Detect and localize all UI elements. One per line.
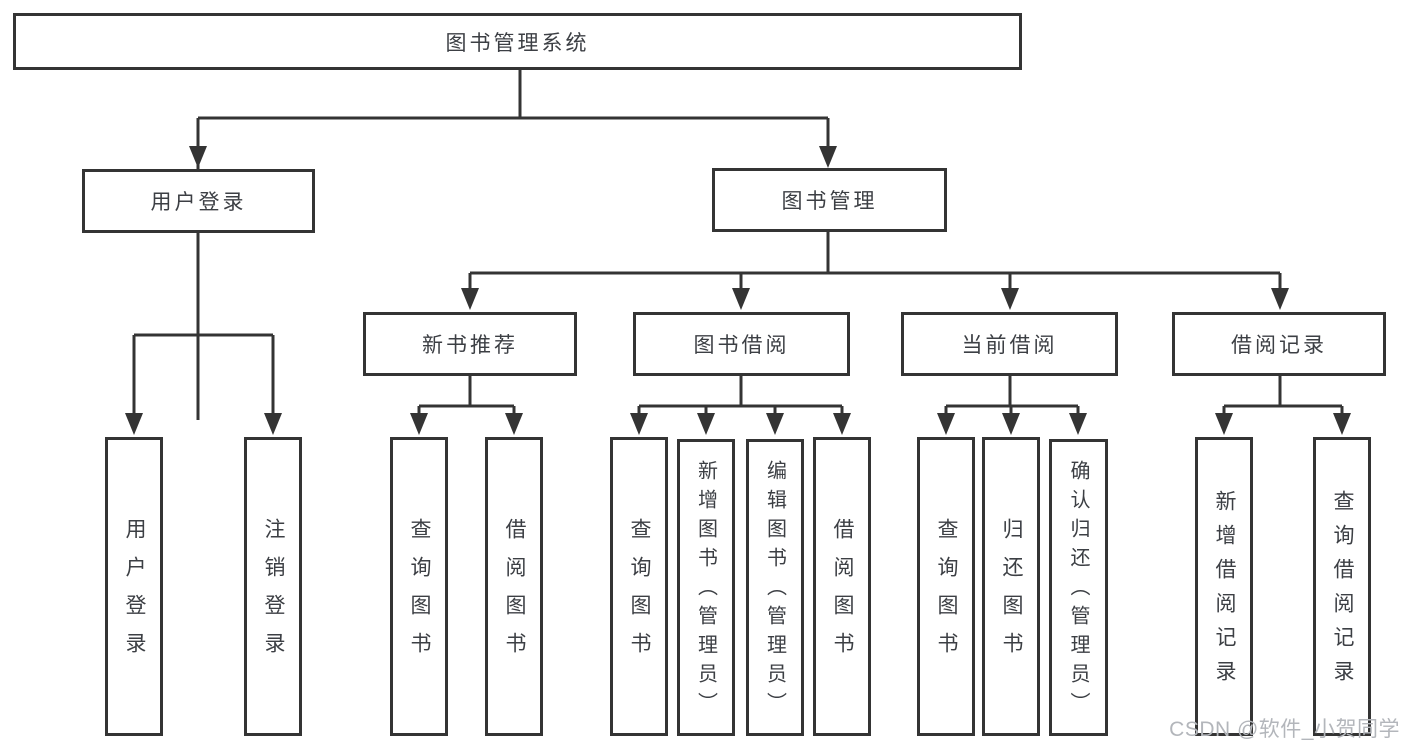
leaf-add-borrow-record: 新增借阅记录 bbox=[1195, 437, 1253, 736]
node-label: 借阅记录 bbox=[1231, 334, 1327, 357]
node-label: 图书借阅 bbox=[693, 334, 790, 357]
arrowhead bbox=[189, 146, 207, 168]
arrowhead bbox=[125, 413, 143, 435]
root-title: 图书管理系统 bbox=[445, 31, 590, 55]
arrowhead bbox=[1215, 413, 1233, 435]
arrowhead bbox=[833, 413, 851, 435]
leaf-label: 归还图书 bbox=[1000, 517, 1023, 670]
arrowhead bbox=[410, 413, 428, 435]
leaf-search-books-current: 查询图书 bbox=[917, 437, 975, 736]
leaf-label: 查询借阅记录 bbox=[1331, 489, 1354, 694]
connector-book-borrow-split bbox=[637, 376, 844, 420]
watermark-text: CSDN @软件_小贺同学 bbox=[1169, 718, 1400, 741]
node-label: 当前借阅 bbox=[961, 334, 1058, 357]
node-current-borrowing: 当前借阅 bbox=[901, 312, 1118, 376]
leaf-borrow-books-recommend: 借阅图书 bbox=[485, 437, 543, 736]
arrowhead bbox=[1271, 288, 1289, 310]
arrowhead bbox=[1069, 413, 1087, 435]
connector-borrow-record-split bbox=[1222, 376, 1344, 420]
node-label: 用户登录 bbox=[150, 191, 247, 214]
leaf-label: 注销登录 bbox=[262, 517, 285, 670]
leaf-search-borrow-record: 查询借阅记录 bbox=[1313, 437, 1371, 736]
node-book-borrowing: 图书借阅 bbox=[633, 312, 850, 376]
leaf-label: 借阅图书 bbox=[503, 517, 526, 670]
arrowhead bbox=[630, 413, 648, 435]
arrowhead bbox=[1002, 413, 1020, 435]
leaf-label: 借阅图书 bbox=[831, 517, 854, 670]
leaf-label: 新增图书（管理员） bbox=[694, 460, 717, 721]
leaf-label: 查询图书 bbox=[935, 517, 958, 670]
node-label: 图书管理 bbox=[781, 190, 878, 213]
arrowhead bbox=[505, 413, 523, 435]
node-borrowing-records: 借阅记录 bbox=[1172, 312, 1386, 376]
leaf-logout: 注销登录 bbox=[244, 437, 302, 736]
connector-new-book-split bbox=[417, 376, 516, 420]
leaf-user-login: 用户登录 bbox=[105, 437, 163, 736]
leaf-confirm-return-admin: 确认归还（管理员） bbox=[1049, 439, 1108, 736]
leaf-add-books-admin: 新增图书（管理员） bbox=[677, 439, 735, 736]
node-label: 新书推荐 bbox=[422, 334, 518, 357]
leaf-search-books-recommend: 查询图书 bbox=[390, 437, 448, 736]
arrowhead bbox=[1001, 288, 1019, 310]
arrowhead bbox=[1333, 413, 1351, 435]
arrowhead bbox=[937, 413, 955, 435]
arrowhead bbox=[819, 146, 837, 168]
node-user-login: 用户登录 bbox=[82, 169, 315, 233]
node-library-management-system: 图书管理系统 bbox=[13, 13, 1022, 70]
node-new-book-recommendation: 新书推荐 bbox=[363, 312, 577, 376]
arrowhead bbox=[264, 413, 282, 435]
arrowhead bbox=[766, 413, 784, 435]
leaf-borrow-books-borrowing: 借阅图书 bbox=[813, 437, 871, 736]
leaf-label: 用户登录 bbox=[123, 517, 146, 670]
leaf-return-books: 归还图书 bbox=[982, 437, 1040, 736]
leaf-edit-books-admin: 编辑图书（管理员） bbox=[746, 439, 804, 736]
arrowhead bbox=[697, 413, 715, 435]
node-book-management: 图书管理 bbox=[712, 168, 947, 232]
leaf-label: 确认归还（管理员） bbox=[1067, 460, 1089, 721]
leaf-label: 编辑图书（管理员） bbox=[763, 460, 786, 721]
leaf-label: 新增借阅记录 bbox=[1213, 489, 1236, 694]
connector-current-borrow-split bbox=[944, 376, 1080, 420]
arrowhead bbox=[461, 288, 479, 310]
leaf-label: 查询图书 bbox=[628, 517, 651, 670]
leaf-search-books-borrowing: 查询图书 bbox=[610, 437, 668, 736]
connector-book-management-split bbox=[468, 232, 1282, 296]
arrowhead bbox=[732, 288, 750, 310]
leaf-label: 查询图书 bbox=[408, 517, 431, 670]
